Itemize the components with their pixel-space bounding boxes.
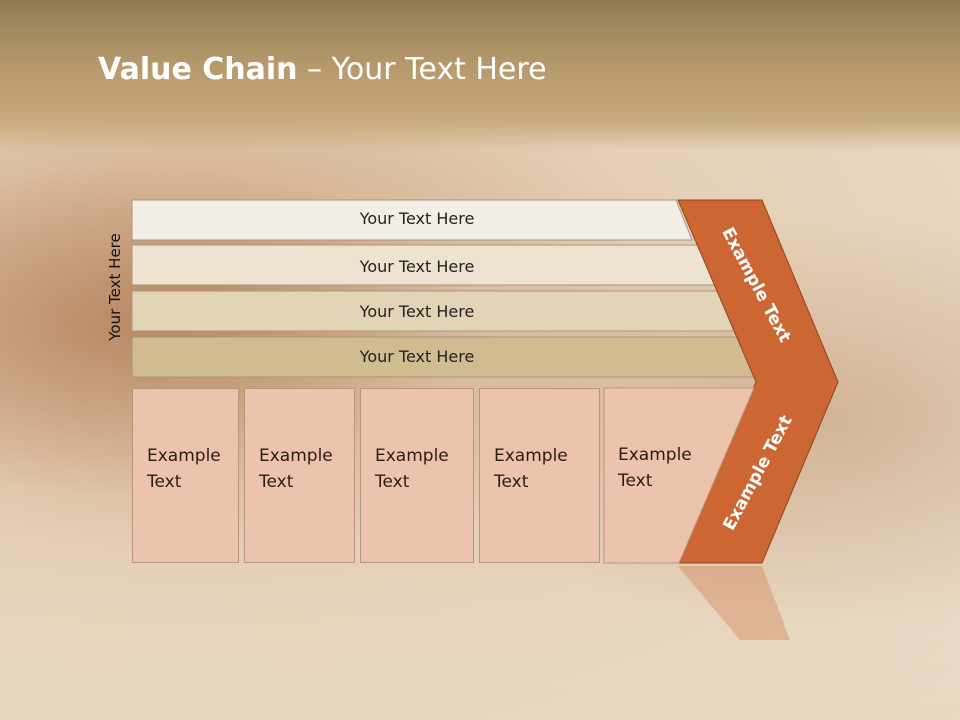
activity-box-4: Example Text bbox=[479, 388, 600, 563]
slide-title: Value Chain – Your Text Here bbox=[98, 52, 547, 87]
row-label-1: Your Text Here bbox=[359, 209, 475, 228]
slide-title-bold: Value Chain bbox=[98, 52, 298, 87]
slide-title-rest: – Your Text Here bbox=[297, 52, 547, 87]
header-band bbox=[0, 0, 960, 150]
box-reflection-4 bbox=[479, 566, 600, 686]
activity-box-label: Example Text bbox=[618, 445, 692, 491]
activity-box-2: Example Text bbox=[244, 388, 355, 563]
box-reflection-2 bbox=[244, 566, 355, 686]
row-label-3: Your Text Here bbox=[359, 302, 475, 321]
activity-box-3: Example Text bbox=[360, 388, 474, 563]
activity-box-1: Example Text bbox=[132, 388, 239, 563]
box-reflection-3 bbox=[360, 566, 474, 686]
box-reflection-5 bbox=[604, 566, 704, 686]
row-bar-1 bbox=[131, 199, 693, 241]
row-label-4: Your Text Here bbox=[359, 347, 475, 366]
box-reflection-1 bbox=[132, 566, 239, 686]
row-label-2: Your Text Here bbox=[359, 257, 475, 276]
activity-box-label: Example Text bbox=[375, 446, 449, 492]
activity-box-label: Example Text bbox=[147, 446, 221, 492]
activity-box-label: Example Text bbox=[259, 446, 333, 492]
activity-box-label: Example Text bbox=[494, 446, 568, 492]
chevron-reflection bbox=[678, 566, 790, 640]
